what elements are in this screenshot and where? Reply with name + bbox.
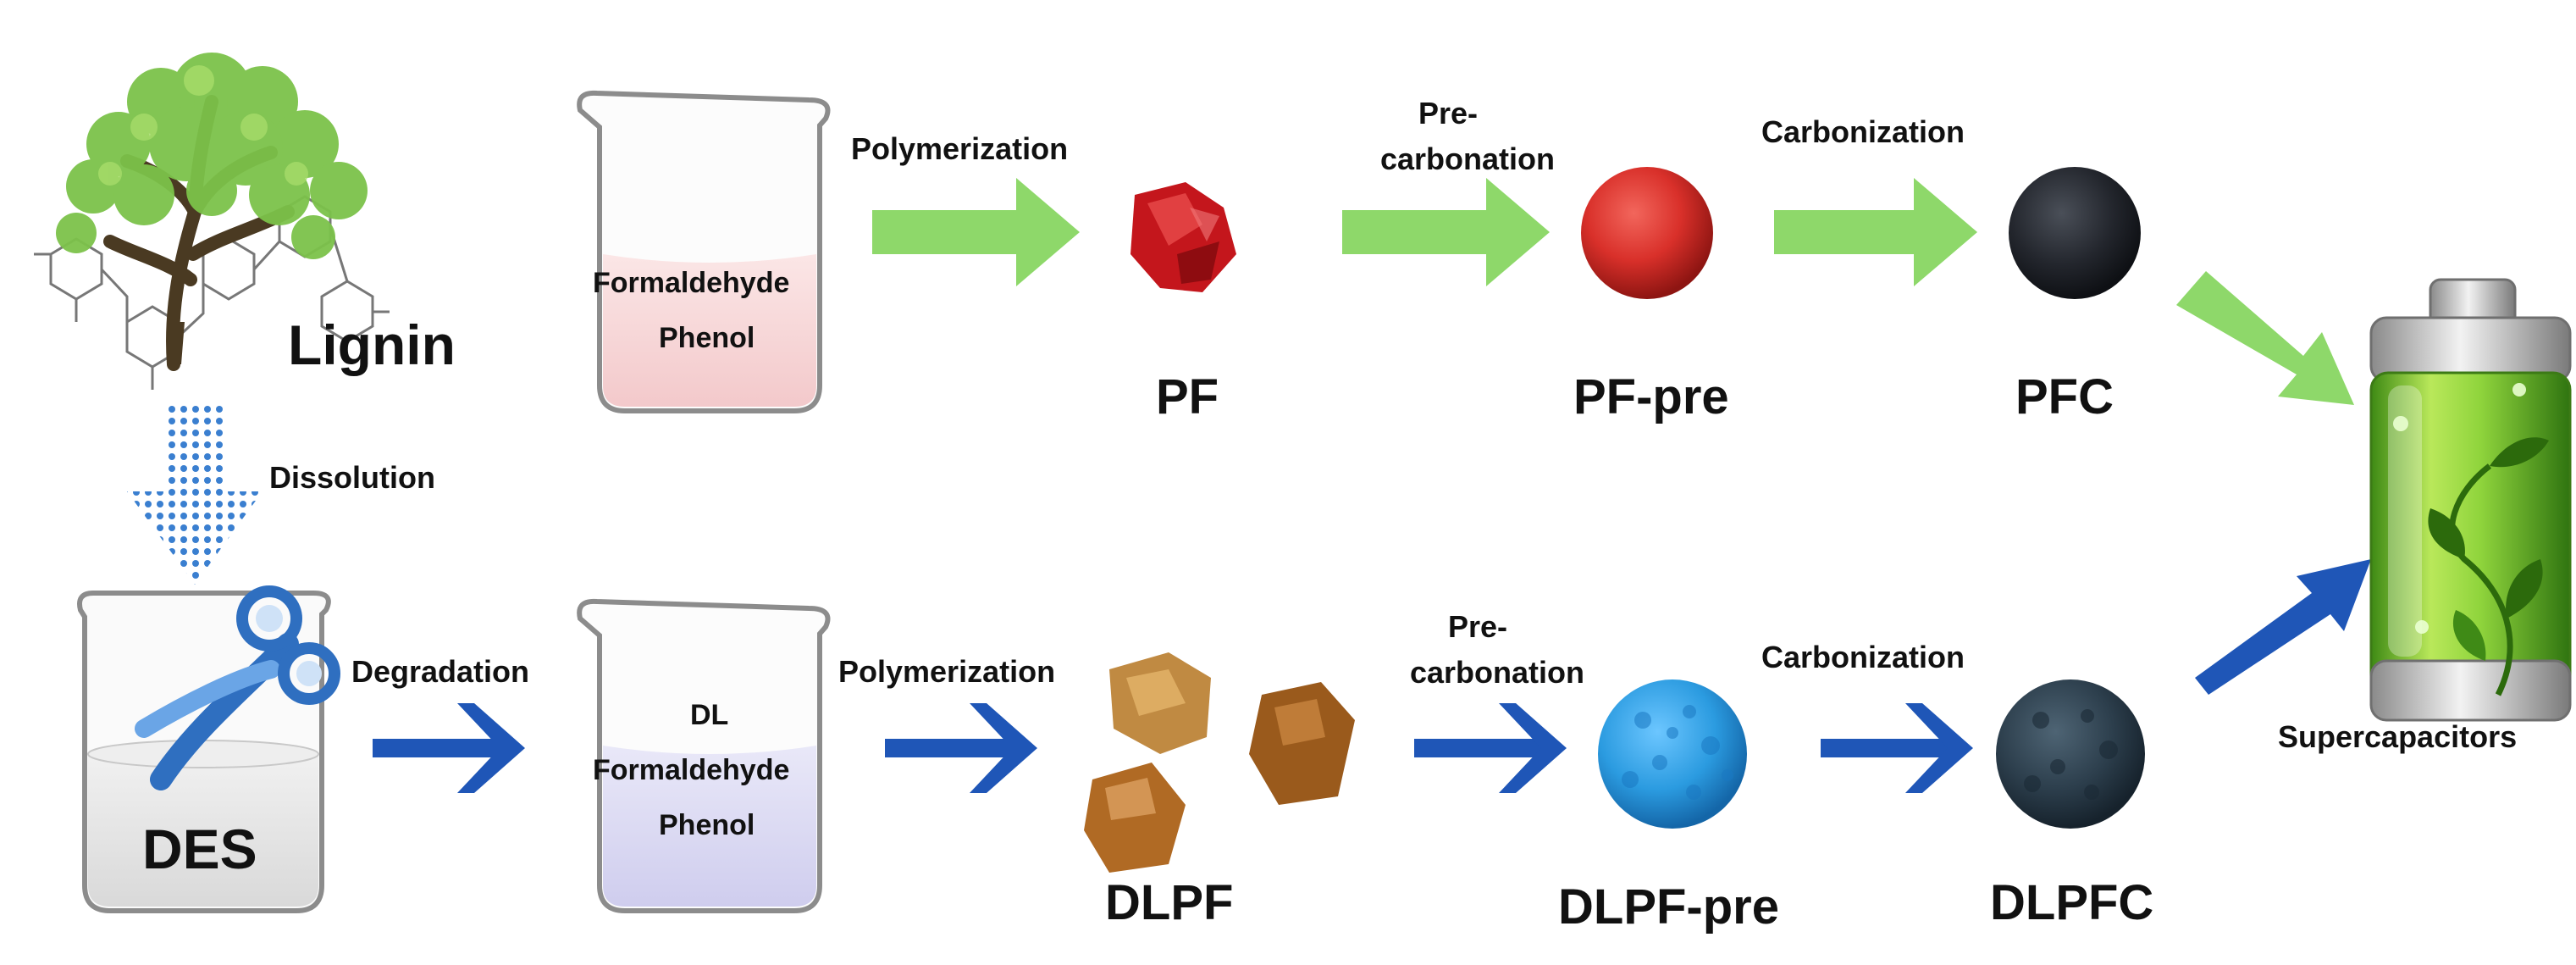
dlpf-pre-label: DLPF-pre (1558, 879, 1779, 934)
battery-icon (2369, 278, 2572, 722)
lignin-label: Lignin (288, 313, 456, 376)
bottom-polymerization-label: Polymerization (838, 654, 1055, 689)
bottom-to-battery-arrow (2195, 559, 2371, 695)
degradation-label: Degradation (351, 654, 529, 689)
leaf-vine-icon (2393, 383, 2549, 696)
bottom-carbonization-arrow (1821, 703, 1973, 793)
pfc-label: PFC (2015, 369, 2114, 424)
dissolution-arrow (127, 402, 263, 585)
top-to-battery-arrow (2176, 271, 2354, 405)
top-beaker-line1: Formaldehyde (593, 267, 789, 299)
des-label: DES (142, 818, 257, 880)
bottom-pre-label-1: Pre- (1448, 609, 1507, 644)
top-polymerization-arrow (872, 178, 1080, 286)
top-beaker-line2: Phenol (659, 322, 755, 354)
bottom-carbonization-label: Carbonization (1761, 640, 1965, 674)
tree-icon (56, 53, 368, 371)
bottom-beaker-line3: Phenol (659, 809, 755, 841)
bottom-precarbonation-arrow (1414, 703, 1567, 793)
pf-label: PF (1156, 369, 1219, 424)
supercapacitors-label: Supercapacitors (2278, 719, 2517, 754)
pf-pre-label: PF-pre (1573, 369, 1729, 424)
degradation-arrow (373, 703, 525, 793)
pfc-sphere-icon (2009, 167, 2141, 299)
scissors-icon (135, 585, 340, 790)
bottom-polymerization-arrow (885, 703, 1037, 793)
top-precarbonation-arrow (1342, 178, 1550, 286)
top-pre-label-1: Pre- (1418, 96, 1478, 130)
bottom-beaker-line2: Formaldehyde (593, 754, 789, 786)
top-polymerization-label: Polymerization (851, 131, 1068, 166)
dlpfc-sphere-icon (1996, 679, 2145, 829)
bottom-beaker-line1: DL (690, 699, 728, 731)
pf-gel-icon (1130, 182, 1236, 292)
dlpf-pre-sphere-icon (1598, 679, 1747, 829)
bottom-pre-label-2: carbonation (1410, 655, 1584, 690)
top-carbonization-label: Carbonization (1761, 114, 1965, 149)
top-carbonization-arrow (1774, 178, 1977, 286)
bottom-beaker-icon (577, 598, 831, 913)
dlpfc-label: DLPFC (1990, 875, 2153, 930)
dissolution-label: Dissolution (269, 460, 435, 495)
dlpf-label: DLPF (1105, 875, 1233, 930)
pf-pre-sphere-icon (1581, 167, 1713, 299)
top-beaker-icon (577, 90, 831, 413)
top-pre-label-2: carbonation (1380, 141, 1555, 176)
dlpf-chunks-icon (1084, 652, 1355, 873)
